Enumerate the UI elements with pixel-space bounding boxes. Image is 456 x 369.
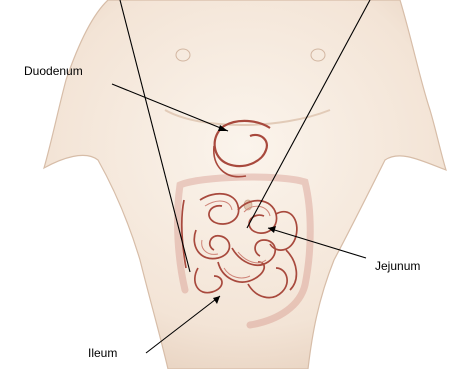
ileum-label: Ileum xyxy=(88,346,117,360)
duodenum-label: Duodenum xyxy=(24,64,83,78)
torso xyxy=(44,0,446,369)
jejunum-label: Jejunum xyxy=(375,259,420,273)
